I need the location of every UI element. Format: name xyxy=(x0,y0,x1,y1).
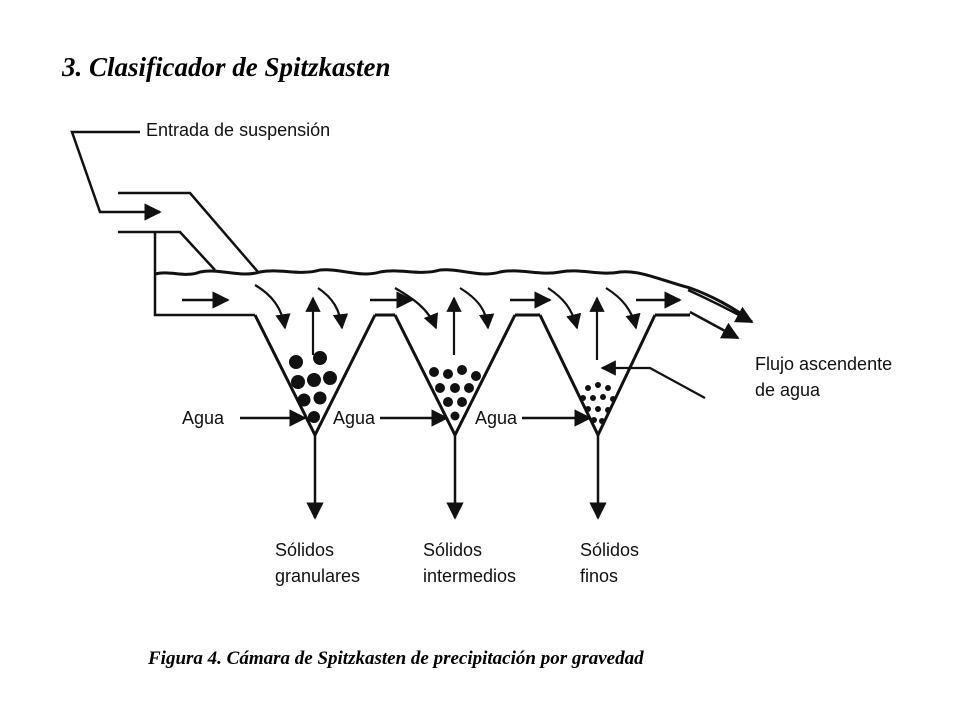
upflow-pointer xyxy=(600,360,706,399)
inlet-label: Entrada de suspensión xyxy=(146,120,330,140)
settling-arrows xyxy=(254,284,641,330)
water-label-2: Agua xyxy=(333,408,376,428)
water-label-1: Agua xyxy=(182,408,225,428)
outlet-label-2-line2: intermedios xyxy=(423,566,516,586)
particles-intermediate xyxy=(429,365,481,421)
outlet-label-1-line2: granulares xyxy=(275,566,360,586)
water-surface-line xyxy=(154,268,753,324)
discharge-arrows xyxy=(306,435,607,520)
upflow-label-line1: Flujo ascendente xyxy=(755,354,892,374)
flow-arrows xyxy=(182,288,754,340)
water-label-3: Agua xyxy=(475,408,518,428)
outlet-label-3-line1: Sólidos xyxy=(580,540,639,560)
page-title: 3. Clasificador de Spitzkasten xyxy=(62,52,391,82)
inlet-channel xyxy=(70,130,259,317)
outlet-label-1-line1: Sólidos xyxy=(275,540,334,560)
particles-granular xyxy=(289,351,337,423)
outlet-label-3-line2: finos xyxy=(580,566,618,586)
figure-caption: Figura 4. Cámara de Spitzkasten de preci… xyxy=(148,648,644,669)
outlet-label-2-line1: Sólidos xyxy=(423,540,482,560)
upflow-label-line2: de agua xyxy=(755,380,821,400)
upflow-arrows xyxy=(305,296,605,360)
